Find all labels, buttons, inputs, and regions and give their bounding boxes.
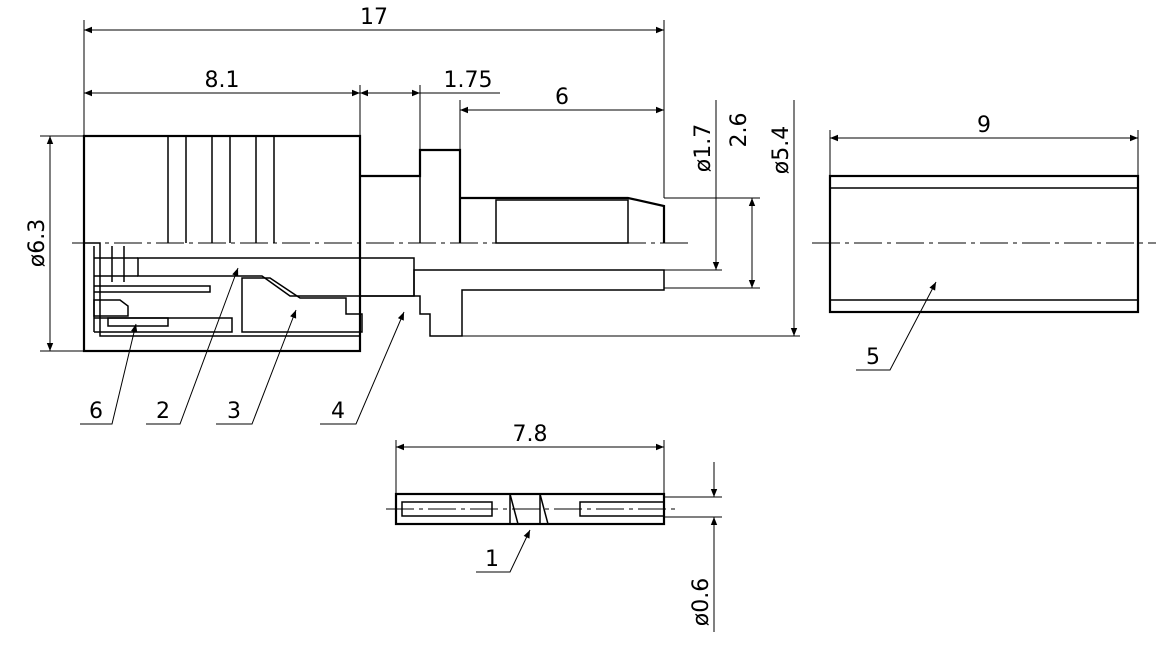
- pin: [386, 492, 676, 526]
- part-labels: 6 2 3 4 5 1: [89, 345, 880, 572]
- connector-assembly: [72, 134, 690, 353]
- dim-bore-diameter: ø1.7: [691, 124, 716, 172]
- part-label-1: 1: [485, 547, 499, 572]
- dim-body-length: 8.1: [205, 68, 240, 93]
- dim-crimp-height: 2.6: [727, 113, 752, 148]
- part-label-6: 6: [89, 399, 103, 424]
- dim-crimp-diameter: ø5.4: [769, 126, 794, 174]
- part-label-4: 4: [331, 399, 345, 424]
- dim-pin-diameter: ø0.6: [689, 578, 714, 626]
- ferrule-outline: [828, 174, 1140, 314]
- insulator-section: [137, 257, 415, 297]
- dim-crimp-length: 6: [555, 85, 569, 110]
- dim-ferrule-length: 9: [977, 113, 991, 138]
- part-label-5: 5: [866, 345, 880, 370]
- dimension-labels: 17 8.1 1.75 6 9 7.8 ø6.3 ø1.7 2.6 ø5.4 ø…: [25, 5, 991, 626]
- dim-pin-length: 7.8: [513, 422, 548, 447]
- part-label-3: 3: [227, 399, 241, 424]
- dim-body-diameter: ø6.3: [25, 219, 50, 267]
- rear-body-section: [360, 269, 665, 337]
- crimp-knurl: [495, 199, 629, 244]
- inner-body-section: [241, 277, 363, 333]
- leader-lines: [80, 267, 937, 573]
- dimension-lines: [40, 20, 1139, 632]
- dim-step-length: 1.75: [444, 68, 493, 93]
- part-label-2: 2: [156, 399, 170, 424]
- dim-overall-length: 17: [360, 5, 388, 30]
- ferrule: [812, 174, 1156, 314]
- outer-shell-section: [83, 242, 361, 352]
